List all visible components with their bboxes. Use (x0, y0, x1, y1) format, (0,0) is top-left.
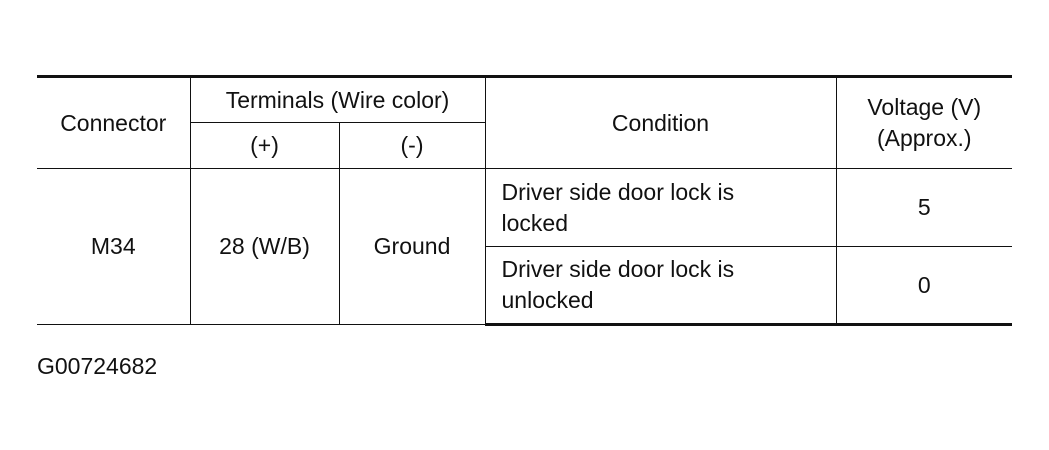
cell-voltage: 0 (835, 246, 1013, 326)
header-terminals: Terminals (Wire color) (189, 75, 486, 123)
header-condition: Condition (484, 75, 837, 169)
cell-plus: 28 (W/B) (189, 168, 340, 325)
figure-id: G00724682 (37, 353, 158, 379)
cell-condition-line2: locked (501, 209, 568, 236)
cell-connector: M34 (37, 168, 191, 325)
table-row: M34 28 (W/B) Ground Driver side door loc… (37, 168, 1013, 325)
cell-condition: Driver side door lock is locked (484, 168, 837, 247)
header-voltage: Voltage (V) (Approx.) (835, 75, 1013, 169)
table-row: Driver side door lock is unlocked 0 (37, 246, 1013, 326)
cell-condition-line2: unlocked (501, 287, 594, 313)
header-voltage-line2: (Approx.) (876, 125, 972, 151)
header-connector: Connector (37, 75, 191, 169)
cell-minus: Ground (338, 168, 486, 325)
cell-voltage: 5 (835, 168, 1013, 247)
header-voltage-line1: Voltage (V) (867, 94, 982, 120)
header-plus: (+) (189, 122, 340, 169)
spec-table: Connector Terminals (Wire color) Conditi… (37, 75, 1013, 326)
header-minus: (-) (338, 122, 486, 169)
cell-condition-line1: Driver side door lock is (501, 256, 735, 282)
header-row-2: (+) (-) (37, 122, 1012, 169)
cell-condition-line1: Driver side door lock is (501, 178, 735, 205)
header-row-1: Connector Terminals (Wire color) Conditi… (37, 75, 1013, 169)
cell-condition: Driver side door lock is unlocked (484, 246, 837, 326)
